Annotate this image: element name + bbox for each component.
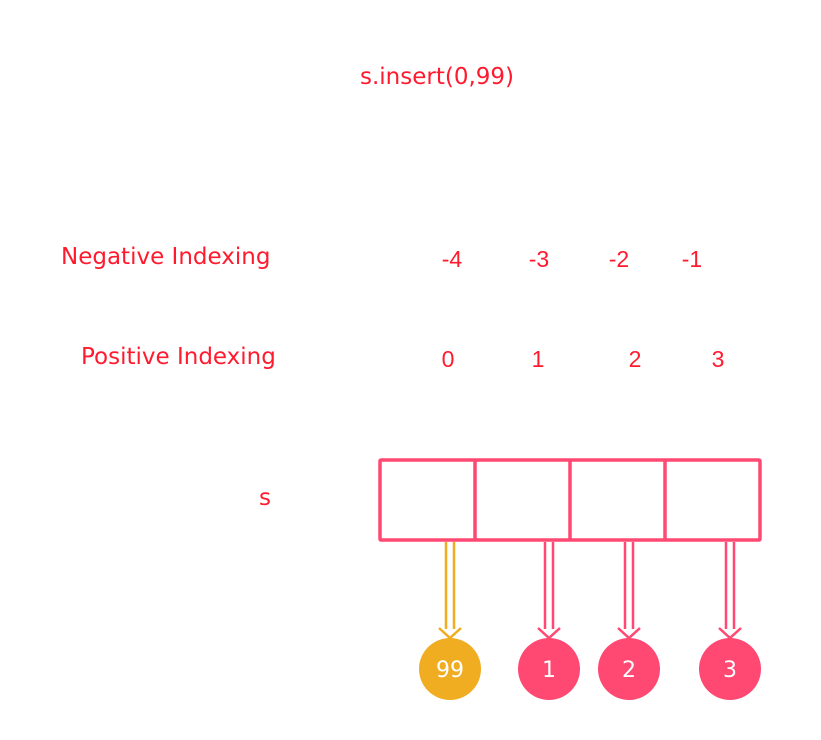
positive-index: 1	[531, 346, 545, 372]
operation-title: s.insert(0,99)	[360, 64, 515, 90]
negative-index: -2	[608, 246, 630, 272]
arrow-head-icon	[537, 627, 561, 640]
element-node	[598, 638, 660, 700]
element-node	[419, 638, 481, 700]
positive-index: 2	[628, 346, 642, 372]
arrow-head-icon	[718, 627, 742, 640]
variable-label: s	[259, 485, 271, 511]
element-node	[518, 638, 580, 700]
arrow-head-icon	[438, 627, 462, 640]
negative-index: -4	[441, 246, 463, 272]
element-node	[699, 638, 761, 700]
positive-index: 0	[441, 346, 455, 372]
positive-indexing-label: Positive Indexing	[81, 344, 276, 370]
element-value: 99	[436, 658, 464, 683]
positive-index: 3	[711, 346, 725, 372]
element-value: 2	[622, 658, 636, 683]
element-value: 3	[723, 658, 737, 683]
arrow-head-icon	[617, 627, 641, 640]
negative-index: -1	[681, 246, 703, 272]
element-value: 1	[542, 658, 556, 683]
negative-indexing-label: Negative Indexing	[61, 244, 271, 270]
negative-index: -3	[528, 246, 550, 272]
